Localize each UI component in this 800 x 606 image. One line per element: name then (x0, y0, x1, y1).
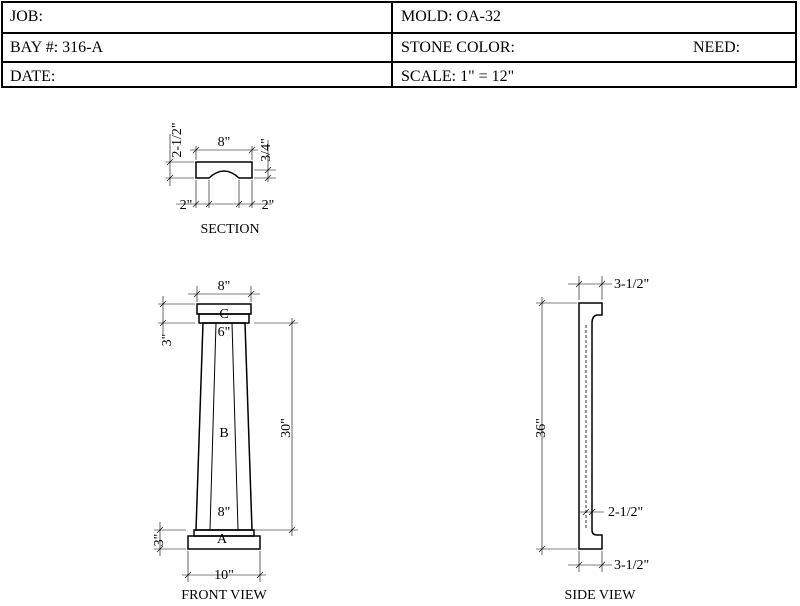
section-dim-left: 2" (180, 198, 193, 213)
section-profile (195, 161, 253, 179)
front-dim-base-height: 3" (152, 534, 167, 547)
front-dim-shaft-top: 6" (218, 325, 231, 340)
section-dim-width: 8" (218, 135, 231, 150)
front-dim-shaft-bottom: 8" (218, 505, 231, 520)
title-block-row-1: JOB: MOLD: OA-32 (3, 3, 795, 31)
side-dim-height: 36" (534, 418, 549, 438)
side-dim-mid: 2-1/2" (608, 505, 643, 520)
section-dim-depth: 3/4" (259, 138, 274, 162)
front-label-b: B (219, 426, 228, 441)
need-label: NEED: (693, 39, 741, 56)
front-dim-shaft-height: 30" (279, 418, 294, 438)
front-dim-base-width: 10" (214, 568, 234, 583)
section-view (166, 134, 276, 208)
date-label: DATE: (10, 68, 56, 85)
front-label-c: C (219, 307, 228, 322)
mold-label: MOLD: OA-32 (401, 8, 501, 25)
side-title: SIDE VIEW (565, 588, 637, 603)
section-dim-height: 2-1/2" (170, 122, 185, 157)
side-profile (578, 302, 603, 550)
title-block: JOB: MOLD: OA-32 BAY #: 316-A STONE COLO… (1, 1, 797, 88)
stone-color-label: STONE COLOR: (401, 39, 515, 56)
front-view (154, 286, 298, 582)
title-block-row-3: DATE: SCALE: 1" = 12" (3, 61, 795, 91)
side-view (536, 276, 612, 572)
front-base (187, 535, 261, 550)
title-block-row-2: BAY #: 316-A STONE COLOR: NEED: (3, 32, 795, 62)
bay-label: BAY #: 316-A (10, 39, 104, 56)
front-dim-top: 8" (218, 279, 231, 294)
scale-label: SCALE: 1" = 12" (401, 68, 515, 85)
title-block-divider (391, 3, 393, 86)
side-dim-top: 3-1/2" (614, 277, 649, 292)
front-dim-cap-height: 3" (160, 334, 175, 347)
job-label: JOB: (10, 8, 43, 25)
front-title: FRONT VIEW (181, 588, 267, 603)
section-dim-right: 2" (262, 198, 275, 213)
front-label-a: A (217, 532, 228, 547)
side-dim-bottom: 3-1/2" (614, 558, 649, 573)
section-title: SECTION (200, 222, 259, 237)
